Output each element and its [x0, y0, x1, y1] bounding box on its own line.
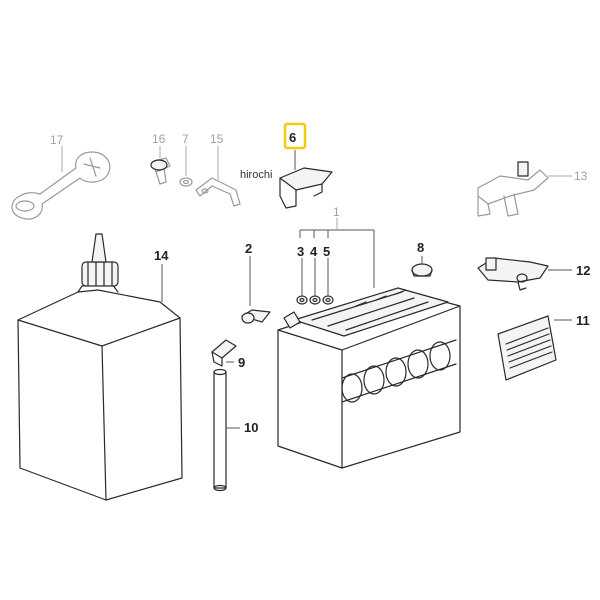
cap-part-8[interactable] — [411, 263, 433, 277]
wrench-part-17[interactable] — [11, 151, 111, 220]
callout-1[interactable]: 1 — [333, 205, 340, 219]
watermark-text: hirochi — [240, 169, 272, 181]
callout-11[interactable]: 11 — [576, 313, 590, 328]
bolt-part-16[interactable] — [150, 157, 171, 185]
bolt-part-2[interactable] — [241, 309, 271, 324]
battery-part-1[interactable] — [277, 287, 461, 469]
washer-part-7[interactable] — [179, 177, 193, 187]
washer-part-4[interactable] — [309, 295, 321, 305]
cover-plate-part-6[interactable] — [279, 167, 333, 209]
callout-4[interactable]: 4 — [310, 244, 318, 259]
callout-13[interactable]: 13 — [574, 169, 588, 183]
callout-5[interactable]: 5 — [323, 244, 330, 259]
bracket-part-15[interactable] — [195, 177, 241, 207]
elbow-fitting-part-9[interactable] — [211, 339, 237, 367]
fluid-container-part-14[interactable] — [17, 233, 183, 501]
terminal-clamp-part-13[interactable] — [477, 161, 549, 217]
callout-7[interactable]: 7 — [182, 132, 189, 146]
callout-16[interactable]: 16 — [152, 132, 166, 146]
highlight-box-6 — [283, 122, 307, 150]
leader-1 — [299, 229, 375, 288]
terminal-clip-part-12[interactable] — [477, 257, 549, 291]
label-sticker-part-11[interactable] — [497, 315, 557, 381]
callout-2[interactable]: 2 — [245, 241, 252, 256]
callout-9[interactable]: 9 — [238, 355, 245, 370]
hose-part-10[interactable] — [213, 368, 227, 492]
callout-6[interactable]: 6 — [289, 130, 296, 145]
callout-15[interactable]: 15 — [210, 132, 224, 146]
callout-10[interactable]: 10 — [244, 420, 258, 435]
callout-14[interactable]: 14 — [154, 248, 169, 263]
callout-3[interactable]: 3 — [297, 244, 304, 259]
callout-8[interactable]: 8 — [417, 240, 424, 255]
callout-17[interactable]: 17 — [50, 133, 64, 147]
washer-part-3[interactable] — [296, 295, 308, 305]
callout-12[interactable]: 12 — [576, 263, 590, 278]
washer-part-5[interactable] — [322, 295, 334, 305]
